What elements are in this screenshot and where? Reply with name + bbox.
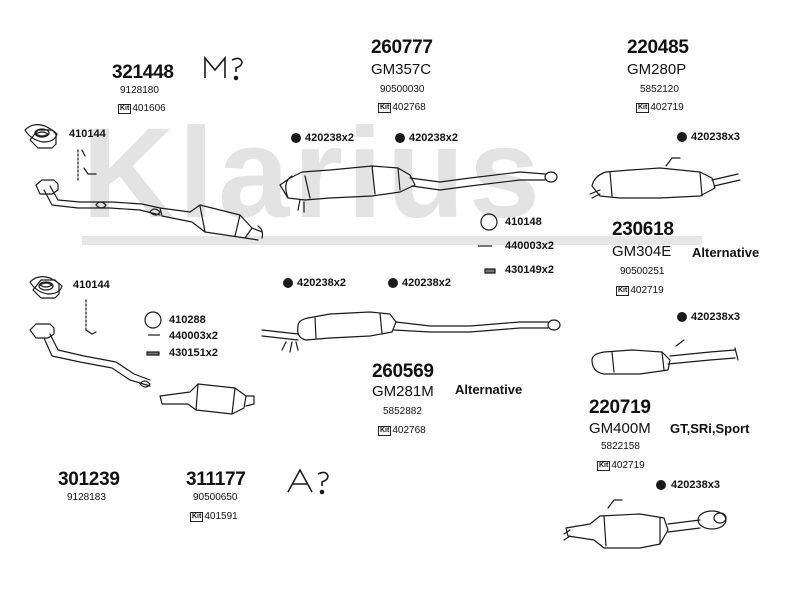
rubber-mount-icon [283, 278, 293, 288]
manual-icon [204, 55, 243, 81]
oe-number: 9128183 [67, 492, 106, 503]
gm-number: GM304E [612, 243, 672, 260]
accessory-symbols [24, 124, 498, 356]
rubber-mount-icon [388, 278, 398, 288]
oe-number: 5852882 [383, 406, 422, 417]
accessory-label: 420238x3 [691, 131, 740, 143]
kit-value: 401606 [132, 103, 166, 114]
gasket-icon [34, 128, 50, 138]
accessory-label: 410288 [169, 314, 206, 326]
accessory-label: 420238x3 [671, 479, 720, 491]
gasket-icon [38, 281, 54, 291]
oe-number: 9128180 [120, 85, 159, 96]
rear-silencer-top [589, 157, 741, 199]
watermark-logo: Klarius [82, 102, 544, 245]
part-number: 321448 [112, 62, 174, 83]
accessory-label: 420238x2 [305, 132, 354, 144]
kit-number: 401606 [118, 103, 166, 114]
accessory-label: 440003x2 [169, 330, 218, 342]
front-pipe-top [29, 129, 161, 216]
oe-number: 90500251 [620, 266, 665, 277]
part-number: 311177 [186, 469, 246, 490]
gm-number: GM400M [589, 420, 651, 437]
watermark-bar [82, 236, 702, 245]
rubber-mount-icon [656, 480, 666, 490]
part-number: 260777 [371, 37, 433, 58]
kit-icon [636, 103, 650, 113]
kit-value: 401591 [204, 511, 238, 522]
kit-icon [378, 426, 392, 436]
bracket-top [81, 149, 97, 175]
kit-number: 401591 [190, 511, 238, 522]
alternative-note: Alternative [692, 245, 760, 260]
gm-number: GM357C [371, 61, 432, 78]
kit-number: 402768 [378, 102, 426, 113]
rubber-mount-icon [677, 312, 687, 322]
part-number: 220719 [589, 397, 651, 418]
rear-silencer-middle [591, 339, 739, 375]
catalyst-bottom [159, 383, 255, 415]
trim-note: GT,SRi,Sport [670, 421, 750, 436]
oe-number: 5822158 [601, 441, 640, 452]
automatic-icon [287, 468, 329, 495]
kit-icon [190, 512, 204, 522]
accessory-label: 420238x2 [409, 132, 458, 144]
middle-silencer-top [279, 165, 558, 213]
kit-icon [118, 104, 132, 114]
accessory-label: 410144 [73, 279, 110, 291]
accessory-label: 420238x2 [297, 277, 346, 289]
oe-number: 90500650 [193, 492, 238, 503]
oe-number: 5852120 [640, 84, 679, 95]
accessory-label: 410148 [505, 216, 542, 228]
rubber-mount-icon [677, 132, 687, 142]
rubber-mount-icon [291, 133, 301, 143]
kit-number: 402719 [636, 102, 684, 113]
alternative-note: Alternative [455, 382, 523, 397]
clamp-icon [146, 351, 160, 356]
kit-value: 402768 [392, 102, 426, 113]
kit-icon [597, 461, 611, 471]
front-pipe-bottom [29, 279, 151, 388]
gm-number: GM280P [627, 61, 687, 78]
accessory-label: 440003x2 [505, 240, 554, 252]
kit-value: 402768 [392, 425, 426, 436]
kit-icon [616, 286, 630, 296]
accessory-label: 420238x2 [402, 277, 451, 289]
accessory-label: 430149x2 [505, 264, 554, 276]
ring-icon [144, 311, 162, 329]
gasket-icon [29, 276, 63, 295]
gasket-icon [24, 124, 58, 143]
clamp-icon [484, 268, 496, 274]
rubber-mount-icon [395, 133, 405, 143]
oe-number: 90500030 [380, 84, 425, 95]
kit-number: 402719 [597, 460, 645, 471]
accessory-label: 430151x2 [169, 347, 218, 359]
rear-silencer-bottom [563, 499, 727, 549]
part-number: 220485 [627, 37, 689, 58]
part-number: 301239 [58, 469, 120, 490]
accessory-label: 420238x3 [691, 311, 740, 323]
kit-number: 402768 [378, 425, 426, 436]
kit-value: 402719 [611, 460, 645, 471]
gm-number: GM281M [372, 383, 434, 400]
kit-value: 402719 [630, 285, 664, 296]
kit-number: 402719 [616, 285, 664, 296]
catalyst-top [159, 204, 264, 241]
part-number: 230618 [612, 219, 674, 240]
ring-icon [480, 213, 498, 231]
part-number: 260569 [372, 361, 434, 382]
mount-icons [283, 132, 687, 490]
kit-value: 402719 [650, 102, 684, 113]
kit-icon [378, 103, 392, 113]
accessory-label: 410144 [69, 128, 106, 140]
middle-silencer-bottom [261, 311, 561, 353]
